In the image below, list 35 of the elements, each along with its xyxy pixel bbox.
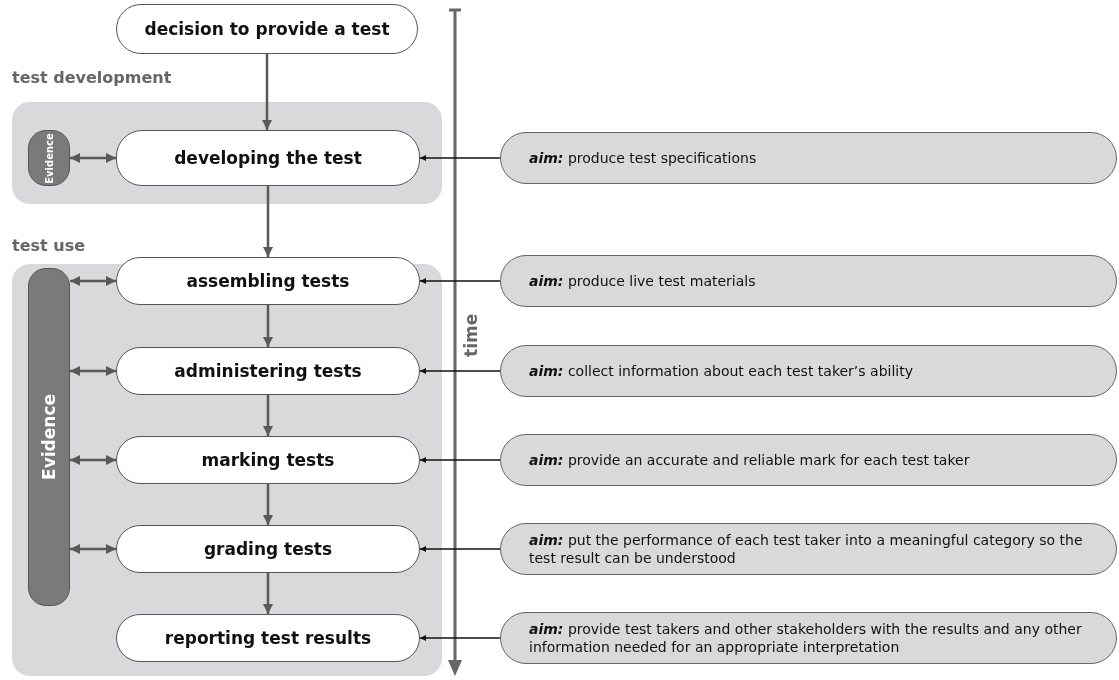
arrow [419,546,501,552]
aim-box: aim: produce live test materials [500,255,1117,307]
arrow [419,155,501,161]
process-box: grading tests [116,525,420,573]
arrow [263,305,273,347]
process-box: reporting test results [116,614,420,662]
arrow [70,544,116,554]
evidence-bar: Evidence [28,268,70,606]
aim-box: aim: provide an accurate and reliable mark for each test taker [500,434,1117,486]
group-panel [12,68,442,204]
aim-box: aim: produce test specifications [500,132,1117,184]
arrow [419,278,501,284]
process-box: assembling tests [116,257,420,305]
arrow [70,153,116,163]
arrow [70,455,116,465]
arrow [262,54,272,130]
arrow [263,484,273,525]
panel-heading: test development [12,68,172,87]
arrow [419,457,501,463]
aim-box: aim: provide test takers and other stakeholders with the results and any other information needed for an appropriate interpretation [500,612,1117,664]
arrow [263,395,273,436]
evidence-bar: Evidence [28,130,70,186]
aim-box: aim: collect information about each test taker’s ability [500,345,1117,397]
arrow [70,366,116,376]
aim-box: aim: put the performance of each test taker into a meaningful category so the test result can be understood [500,523,1117,575]
arrow [263,573,273,614]
process-box: marking tests [116,436,420,484]
process-box: decision to provide a test [116,4,418,54]
panel-heading: test use [12,236,85,255]
arrow [419,368,501,374]
process-box: administering tests [116,347,420,395]
arrow [70,276,116,286]
arrow [263,186,273,257]
process-box: developing the test [116,130,420,186]
arrow [419,635,501,641]
